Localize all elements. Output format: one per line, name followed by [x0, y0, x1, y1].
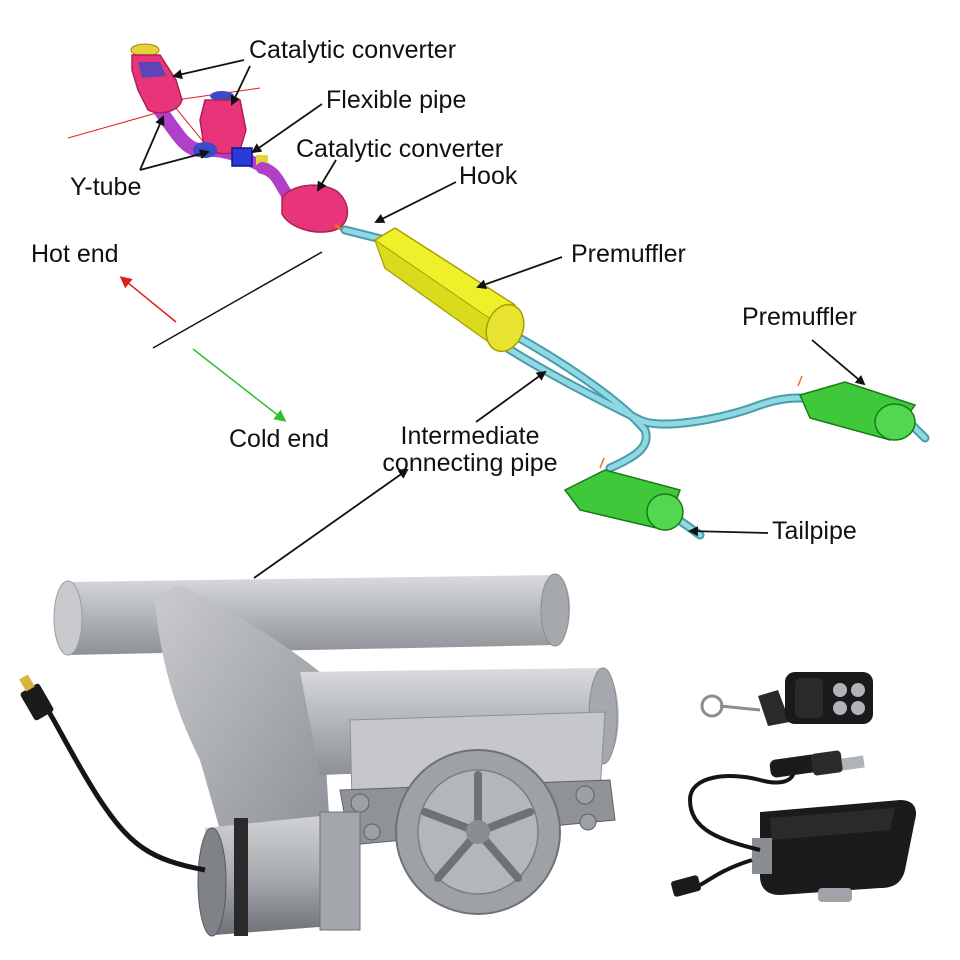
hot-end-arrow — [119, 276, 177, 323]
cutout-valve-photo — [19, 573, 619, 937]
flexible-pipe-part — [231, 147, 253, 167]
label-premuffler-1: Premuffler — [571, 240, 686, 268]
cold-end-arrow — [192, 348, 287, 422]
catalytic-converter-1-part — [130, 43, 183, 114]
premuffler-rear-part — [798, 381, 917, 441]
catalytic-converter-3-part — [281, 184, 349, 233]
label-cold-end: Cold end — [229, 425, 330, 453]
leader-lines — [139, 59, 866, 579]
rear-muffler-part — [563, 469, 684, 531]
label-tailpipe: Tailpipe — [772, 517, 857, 545]
label-catalytic-converter-1: Catalytic converter — [249, 36, 457, 64]
label-intermediate-line1: Intermediate — [400, 422, 540, 450]
controller-box-photo — [671, 750, 917, 902]
label-hook: Hook — [459, 162, 518, 190]
label-y-tube: Y-tube — [70, 173, 142, 201]
label-hot-end: Hot end — [31, 240, 119, 268]
remote-control-photo — [700, 672, 873, 726]
label-premuffler-2: Premuffler — [742, 303, 857, 331]
label-catalytic-converter-2: Catalytic converter — [296, 135, 504, 163]
label-intermediate-connecting-pipe: Intermediate connecting pipe — [363, 423, 577, 477]
label-flexible-pipe: Flexible pipe — [326, 86, 467, 114]
premuffler-front-part — [374, 227, 525, 353]
label-intermediate-line2: connecting pipe — [382, 449, 558, 477]
